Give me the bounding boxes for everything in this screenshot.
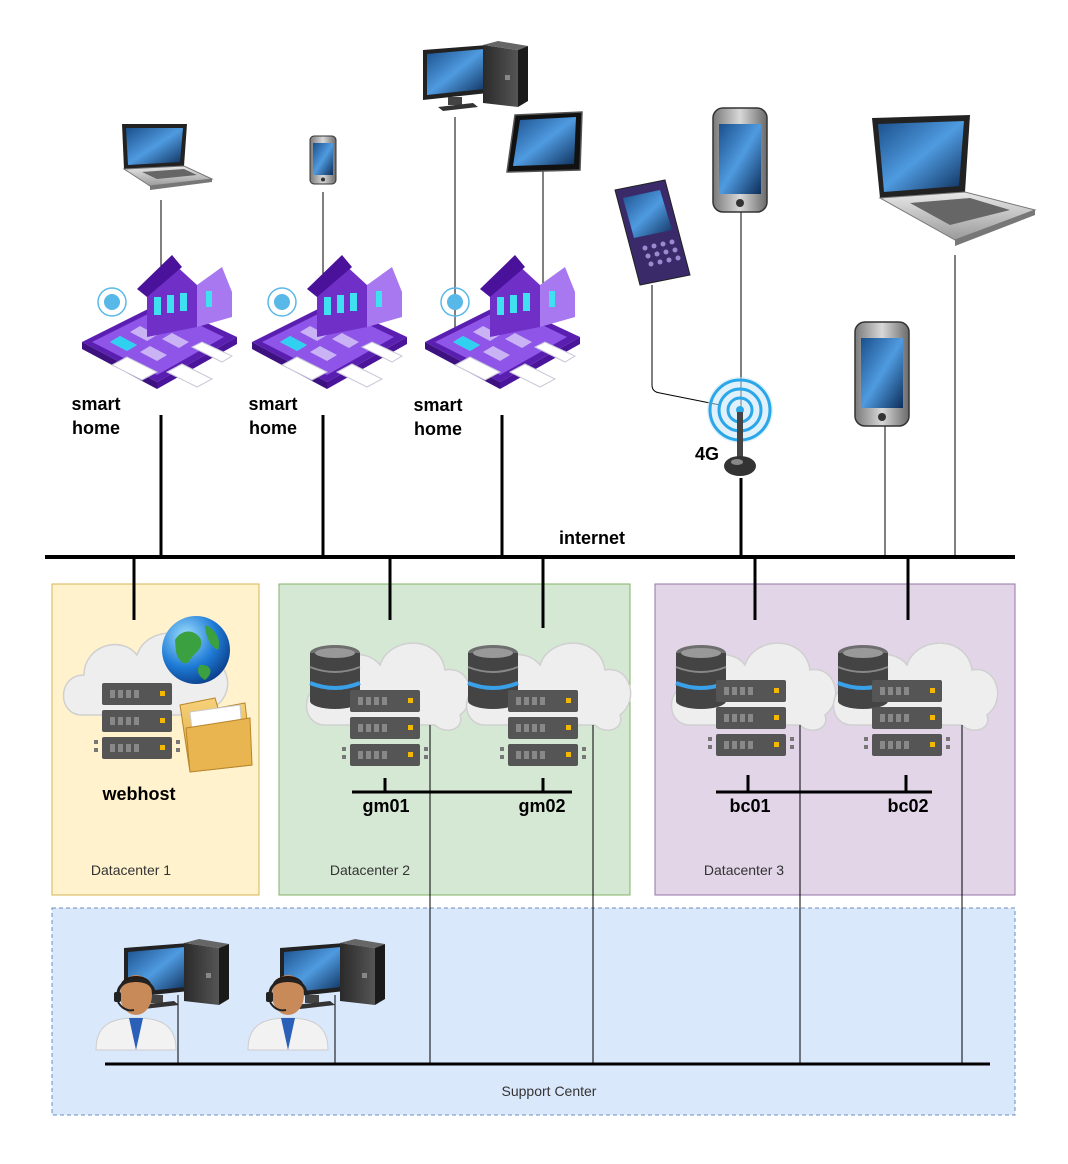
folder-icon [179, 697, 253, 773]
support-links [177, 725, 963, 1064]
laptop-icon [121, 123, 213, 191]
phone-icon [309, 135, 337, 185]
gm02-label: gm02 [518, 796, 565, 816]
smart-home-1-label-line2: home [72, 418, 120, 438]
webhost-label: webhost [101, 784, 175, 804]
datacenter-3-area [654, 583, 1016, 896]
support-center-label: Support Center [502, 1083, 597, 1099]
bc01-label: bc01 [729, 796, 770, 816]
smart-home-2-label-line2: home [249, 418, 297, 438]
bc02-label: bc02 [887, 796, 928, 816]
smart-home-icon [81, 254, 238, 390]
laptop-icon [872, 115, 1037, 246]
datacenter-1-label: Datacenter 1 [91, 862, 171, 878]
globe-icon [162, 616, 230, 684]
tablet-icon [506, 111, 583, 173]
smart-home-icon [424, 254, 581, 390]
smart-home-1-label-line1: smart [71, 394, 120, 414]
datacenter-uplinks [132, 557, 910, 628]
4g-label: 4G [695, 444, 719, 464]
4g-antenna-icon [707, 377, 773, 476]
smart-home-icon [251, 254, 408, 390]
datacenter-2-area [278, 583, 631, 896]
desktop-icon [423, 41, 528, 111]
datacenter-2-label: Datacenter 2 [330, 862, 410, 878]
phone-icon [712, 107, 768, 213]
blackberry-phone-icon [614, 179, 691, 286]
internet-uplinks [159, 415, 743, 557]
internet-label: internet [559, 528, 625, 548]
smart-home-3-label-line2: home [414, 419, 462, 439]
smart-home-3-label-line1: smart [413, 395, 462, 415]
gm01-label: gm01 [362, 796, 409, 816]
phone-icon [854, 321, 910, 427]
datacenter-3-label: Datacenter 3 [704, 862, 784, 878]
smart-home-2-label-line1: smart [248, 394, 297, 414]
